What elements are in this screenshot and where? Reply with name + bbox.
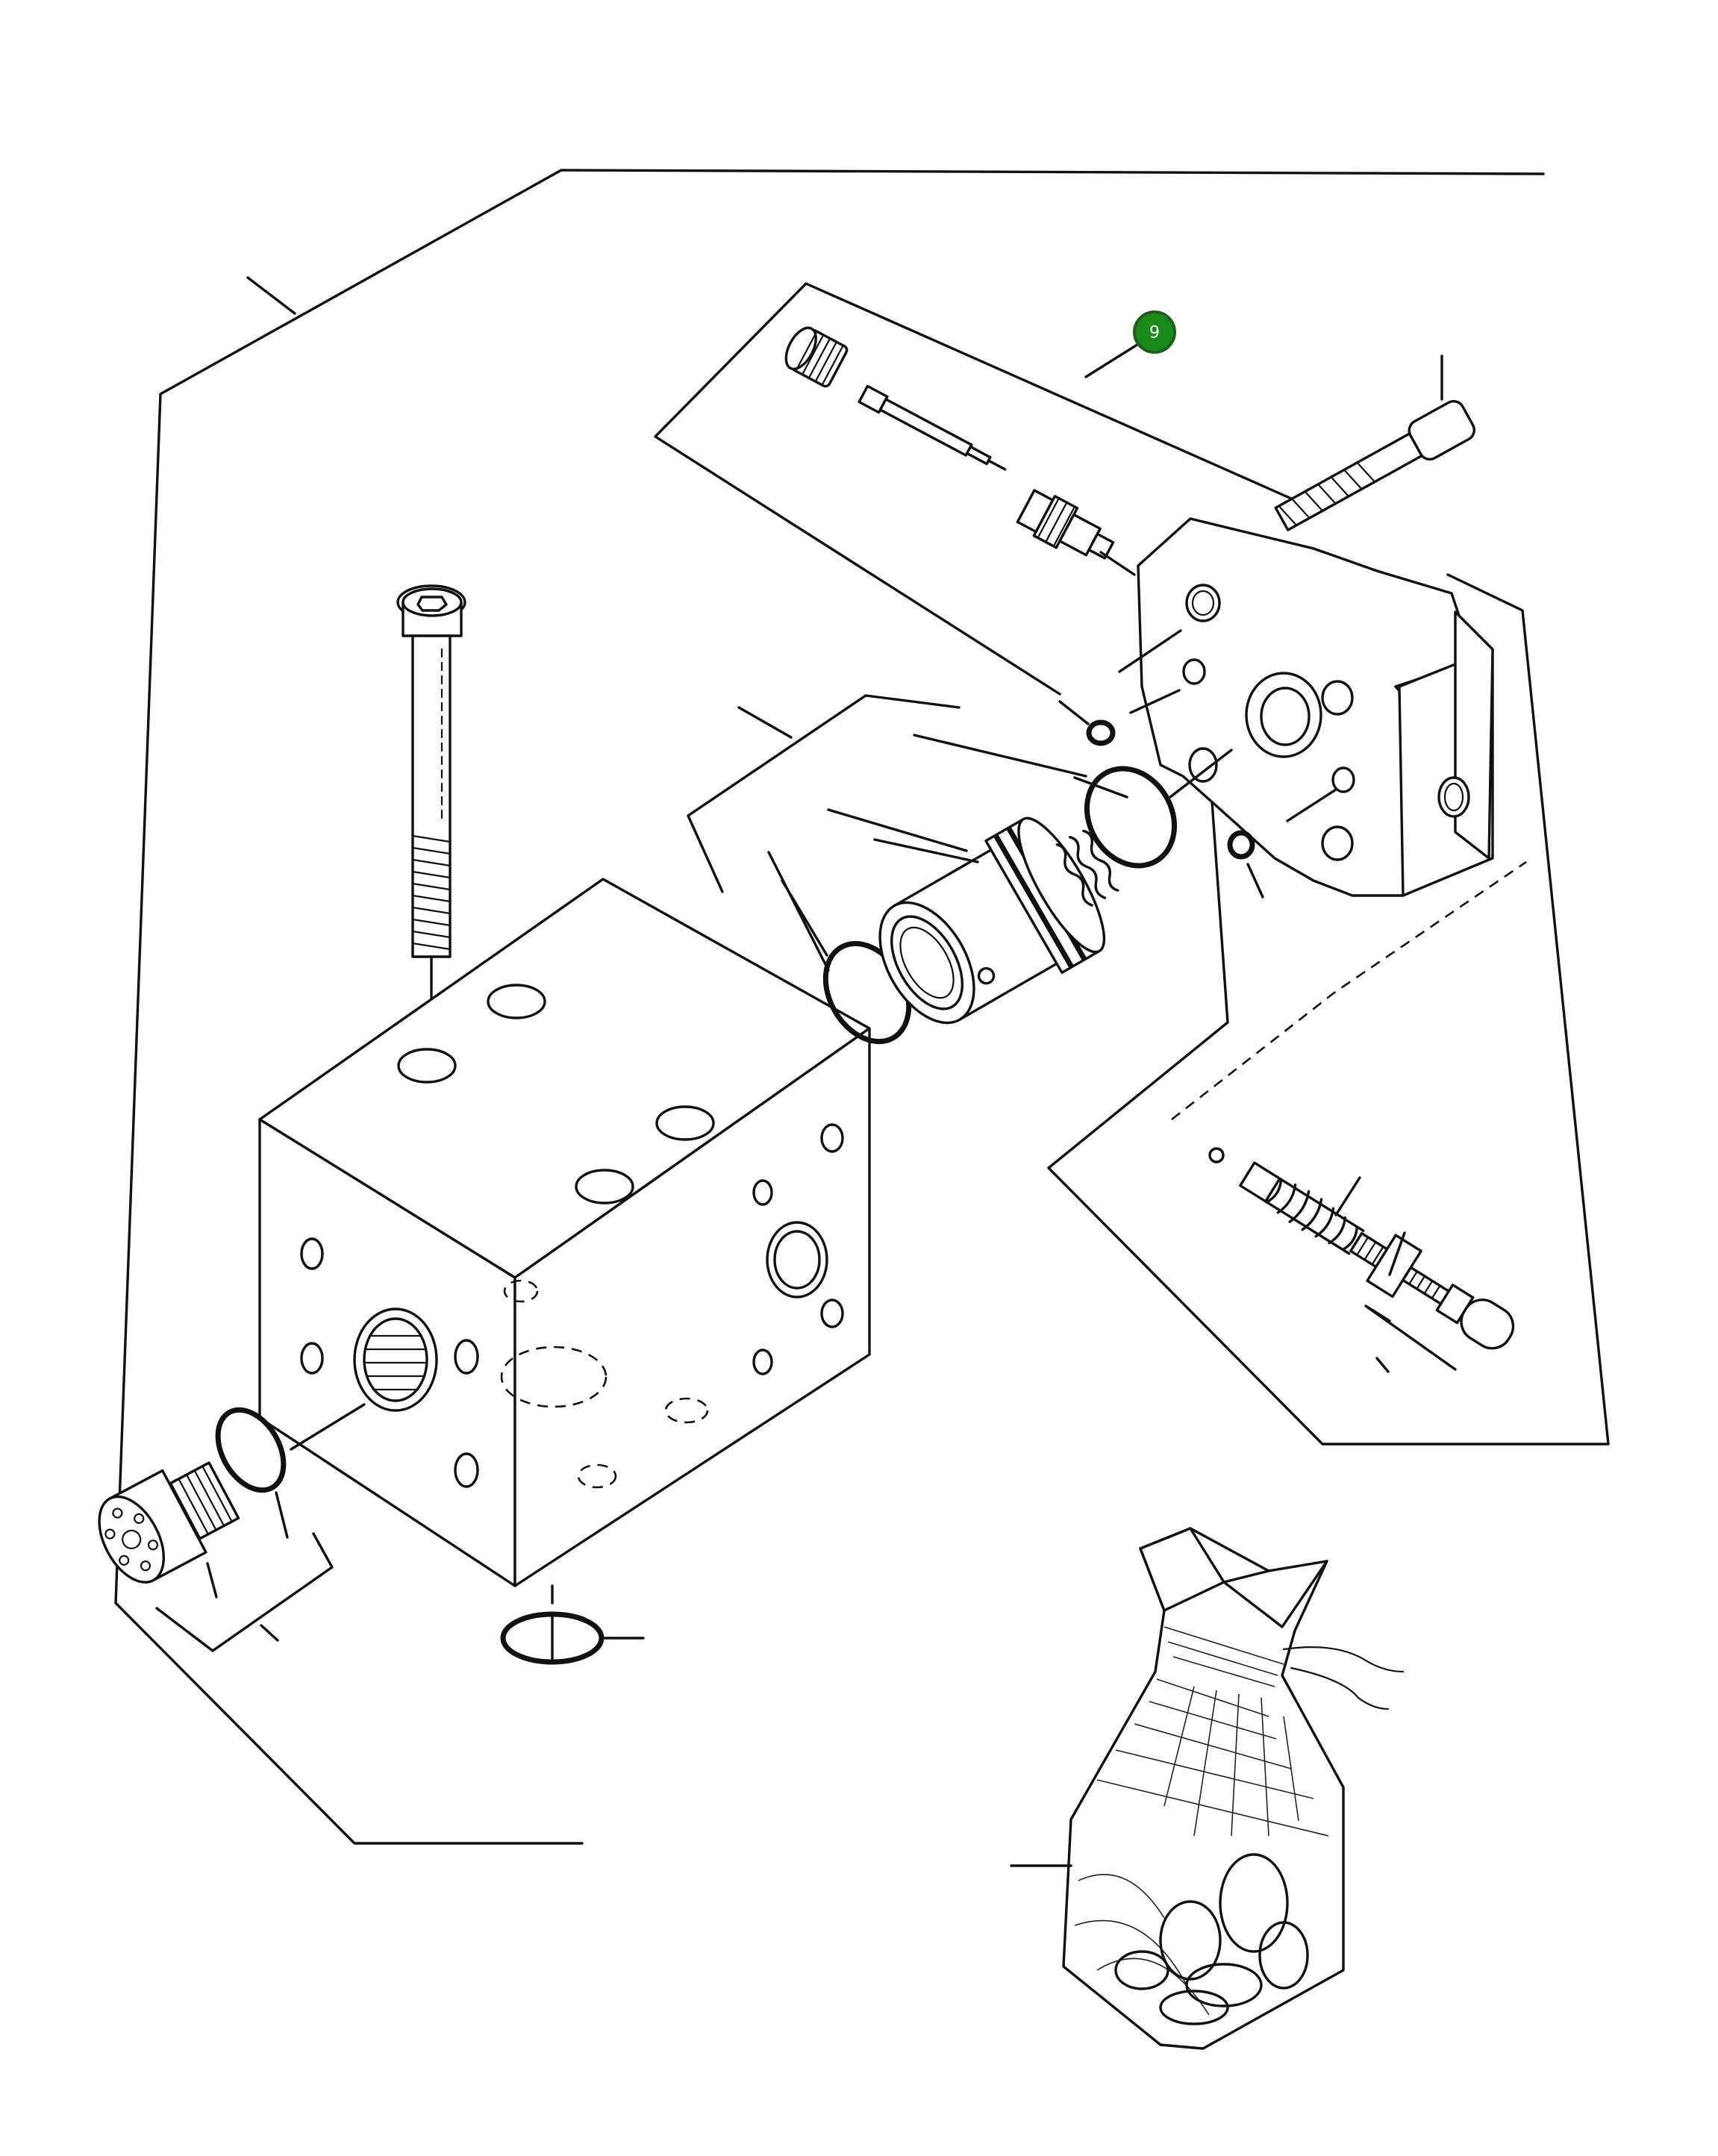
relief-adjuster (1208, 1147, 1515, 1373)
callout-9[interactable]: 9 (1133, 310, 1176, 354)
cartridge-bracket (687, 694, 960, 893)
assembly-bracket-outer (114, 169, 1545, 1845)
plug-bracket (155, 1532, 334, 1652)
long-cap-screw (396, 584, 466, 1024)
pilot-housing (1118, 517, 1494, 897)
o-ring-bottom (500, 1611, 645, 1665)
plug-left (98, 1407, 289, 1599)
seal-ring-lower (1227, 830, 1264, 899)
seal-kit-bag (1010, 1527, 1405, 2050)
pilot-adjuster (784, 326, 1136, 576)
housing-bracket (1047, 573, 1610, 1446)
pilot-assembly-bracket (654, 282, 1293, 696)
callout-9-label: 9 (1149, 324, 1160, 343)
valve-block (258, 878, 871, 1604)
seal-rings-upper (1058, 700, 1178, 869)
cap-screw-top-right (1274, 354, 1475, 531)
cartridge-valve (767, 734, 1119, 1045)
